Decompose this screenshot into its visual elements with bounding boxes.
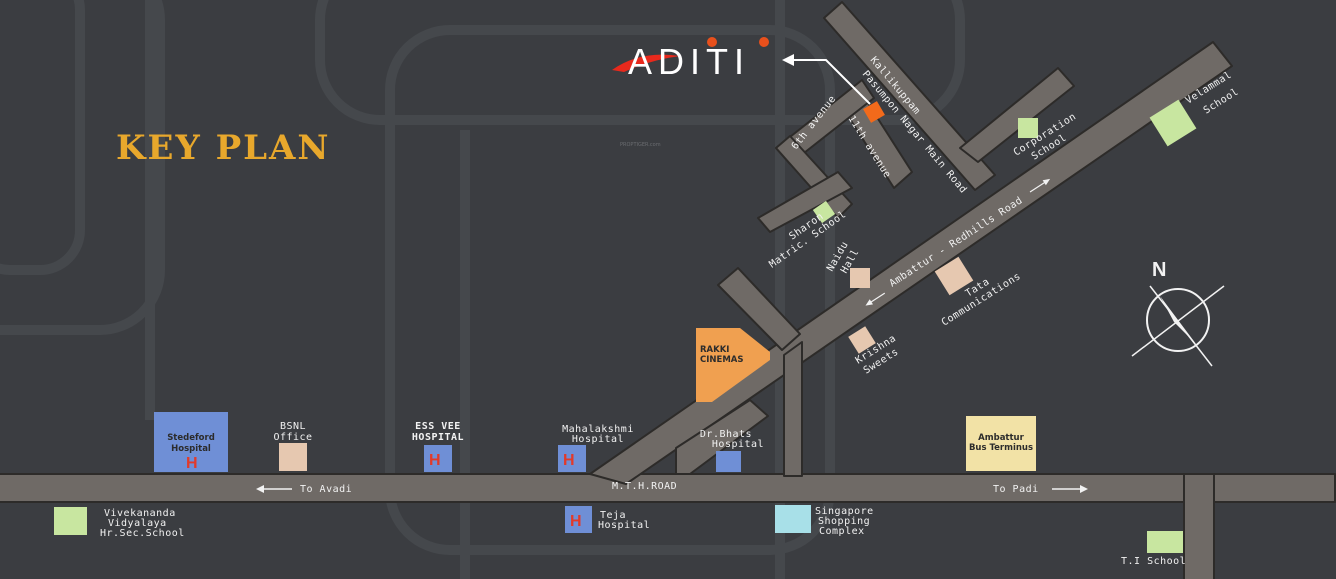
link-road xyxy=(783,341,803,477)
stedeford-hospital-block xyxy=(154,412,228,472)
north-label: N xyxy=(1152,259,1166,281)
rakki-label-1: RAKKI xyxy=(700,345,729,355)
redhills-arrow-left xyxy=(865,292,886,306)
bsnl-label-1: BSNL xyxy=(280,421,306,432)
teja-hospital-icon: H xyxy=(570,513,582,530)
brand-logo: ADITI xyxy=(612,37,769,82)
vivekananda-label-2: Vidyalaya xyxy=(108,518,167,529)
essvee-hospital-block xyxy=(424,445,452,472)
velammal-school-block xyxy=(1149,99,1197,147)
site-marker xyxy=(863,101,885,123)
to-padi-label: To Padi xyxy=(993,484,1039,495)
teja-label-2: Hospital xyxy=(598,520,650,531)
naidu-hall-block xyxy=(850,268,870,288)
ti-school-road xyxy=(1183,473,1215,579)
site-pointer-arrow xyxy=(782,54,871,105)
compass: N xyxy=(1131,259,1225,367)
compass-needle xyxy=(1160,296,1196,344)
mahalakshmi-label-2: Hospital xyxy=(572,434,624,445)
watermark: PROPTIGER.com xyxy=(620,142,661,148)
tata-communications-block xyxy=(934,256,974,296)
essvee-hospital-icon: H xyxy=(429,452,441,469)
singapore-label-1: Singapore xyxy=(815,506,874,517)
drbhats-label-1: Dr.Bhats xyxy=(700,429,752,440)
brand-dot-2 xyxy=(759,37,769,47)
corporation-school-block xyxy=(1018,118,1038,138)
to-avadi-label: To Avadi xyxy=(300,484,352,495)
vivekananda-school-block xyxy=(54,507,87,535)
mahalakshmi-hospital-block xyxy=(558,445,586,472)
mth-road-label: M.T.H.ROAD xyxy=(612,481,677,492)
essvee-label-2: HOSPITAL xyxy=(412,432,464,443)
rakki-cinemas-block xyxy=(696,328,770,402)
brand-name: ADITI xyxy=(628,41,750,82)
sharon-branch-road xyxy=(757,171,853,233)
to-avadi-arrow xyxy=(256,485,292,493)
vivekananda-label-1: Vivekananda xyxy=(104,508,176,519)
drbhats-label-2: Hospital xyxy=(712,439,764,450)
brand-dot-1 xyxy=(707,37,717,47)
essvee-label-1: ESS VEE xyxy=(415,421,461,432)
rakki-label-2: CINEMAS xyxy=(700,355,743,365)
krishna-sweets-block xyxy=(848,326,876,354)
bus-terminus-label-1: Ambattur xyxy=(978,433,1024,443)
stedeford-label-1: Stedeford xyxy=(167,433,215,443)
singapore-label-3: Complex xyxy=(819,526,865,537)
brand-swoosh xyxy=(612,54,680,72)
ambattur-bus-terminus-block xyxy=(966,416,1036,471)
stedeford-hospital-icon: H xyxy=(186,455,198,472)
redhills-arrow-right xyxy=(1029,178,1051,193)
upper-branch-road xyxy=(717,267,801,351)
ti-school-label: T.I School xyxy=(1121,556,1186,567)
map-title: KEY PLAN xyxy=(116,128,331,168)
mahalakshmi-hospital-icon: H xyxy=(563,452,575,469)
bsnl-label-2: Office xyxy=(273,432,312,443)
mahalakshmi-label-1: Mahalakshmi xyxy=(562,424,634,435)
mth-road xyxy=(0,473,1336,503)
background-pattern xyxy=(0,0,965,579)
to-padi-arrow xyxy=(1052,485,1088,493)
corporation-road xyxy=(959,67,1075,163)
drbhats-hospital-block xyxy=(716,451,741,472)
sharon-school-block xyxy=(812,200,836,224)
compass-circle xyxy=(1146,288,1210,352)
pasumpon-road xyxy=(823,1,996,191)
ti-school-block xyxy=(1147,531,1183,553)
teja-label-1: Teja xyxy=(600,510,626,521)
bus-terminus-label-2: Bus Terminus xyxy=(969,443,1033,453)
bsnl-office-block xyxy=(279,443,307,471)
fork-road xyxy=(675,399,769,475)
vivekananda-label-3: Hr.Sec.School xyxy=(100,528,185,539)
stedeford-label-2: Hospital xyxy=(171,444,211,454)
teja-hospital-block xyxy=(565,506,592,533)
singapore-label-2: Shopping xyxy=(818,516,870,527)
singapore-shopping-block xyxy=(775,505,811,533)
